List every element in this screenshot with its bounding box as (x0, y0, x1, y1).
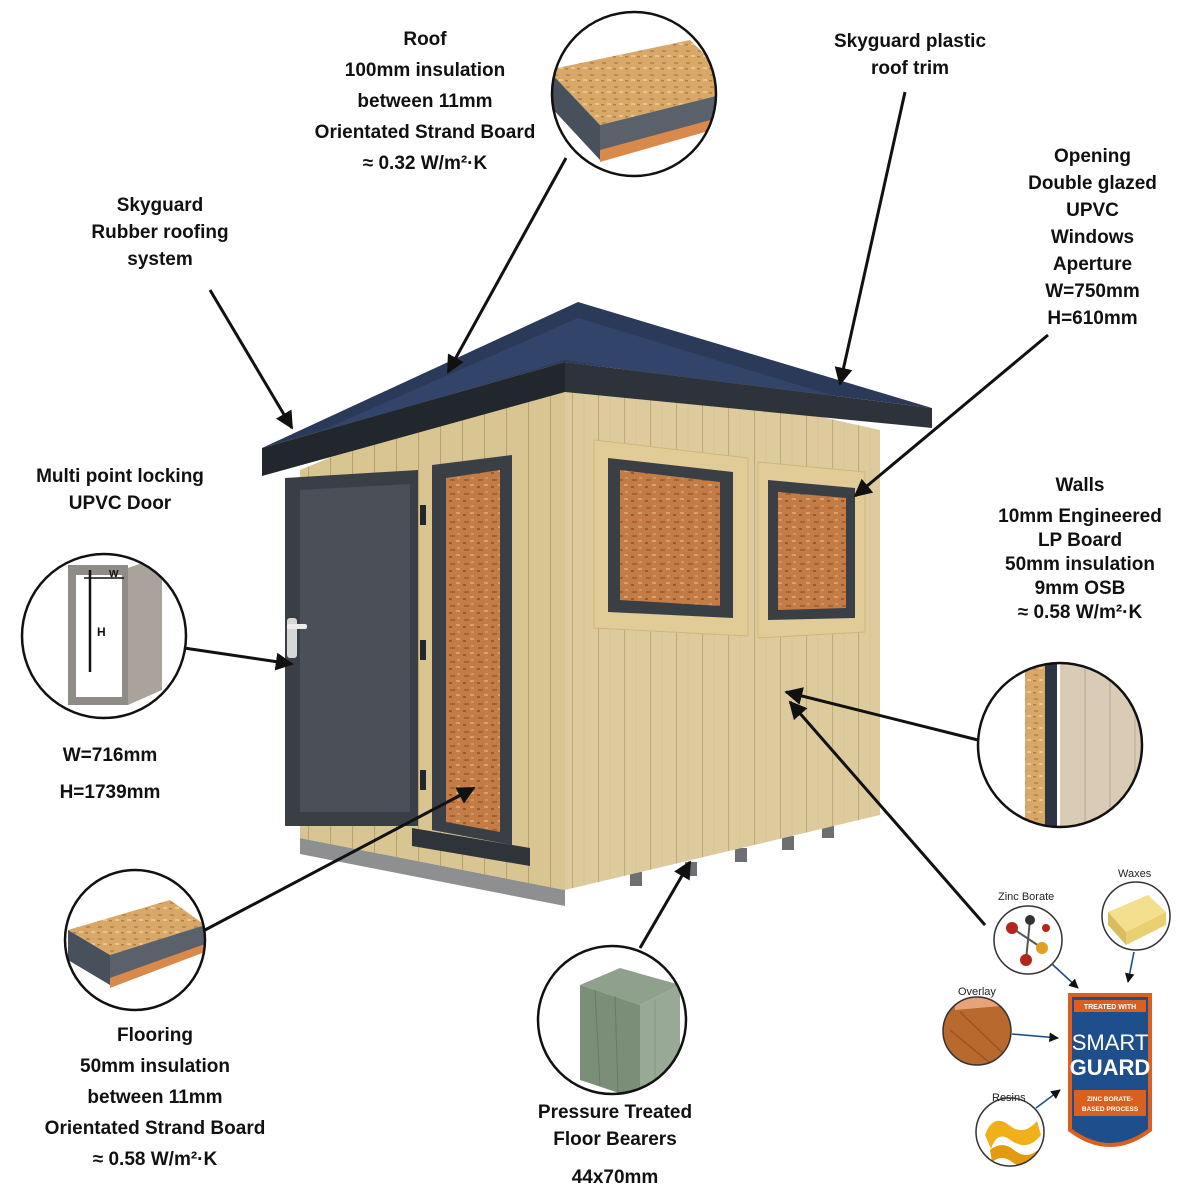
rubber-roofing-line-1: Skyguard (116, 195, 204, 216)
flooring-line-4: Orientated Strand Board (44, 1118, 266, 1139)
roof-label: Roof 100mm insulation between 11mm Orien… (285, 24, 565, 179)
door-detail-circle (20, 552, 188, 720)
roof-detail-circle (550, 10, 718, 178)
arrow-windows (853, 333, 1049, 498)
bearer-size: 44x70mm (571, 1167, 659, 1188)
windows-line-3: UPVC (1066, 200, 1119, 221)
roof-fascia-front (262, 362, 565, 476)
bearer-detail-circle (536, 944, 688, 1096)
windows-line-6: W=750mm (1045, 281, 1140, 302)
badge-brand-top: SMART (1072, 1030, 1149, 1055)
badge-treated-with: TREATED WITH (1084, 1004, 1136, 1011)
roof-trim-line-1: Skyguard plastic (833, 31, 987, 52)
roof-trim-line-2: roof trim (870, 58, 950, 79)
floor-detail-circle (63, 868, 207, 1012)
arrow-roof (446, 157, 568, 374)
overlay-label: Overlay (958, 986, 996, 998)
arrow-flooring (204, 786, 476, 932)
arrow-door (183, 646, 294, 671)
door-dimensions-label: W=716mm H=1739mm (40, 737, 180, 811)
flooring-line-5: ≈ 0.58 W/m²·K (92, 1149, 218, 1170)
arrow-roof-trim (834, 91, 907, 386)
roof-label-line-1: Roof (403, 29, 447, 50)
door-diagram-w: W (109, 569, 119, 580)
zinc-borate-circle (993, 905, 1063, 975)
door-height: H=1739mm (59, 782, 161, 803)
walls-line-6: ≈ 0.58 W/m²·K (1017, 602, 1143, 623)
badge-process-1: ZINC BORATE- (1087, 1096, 1133, 1103)
roof-trim-label: Skyguard plastic roof trim (790, 28, 1030, 82)
walls-line-5: 9mm OSB (1034, 578, 1126, 599)
door-diagram-h: H (97, 625, 106, 639)
arrow-bearers (638, 860, 692, 949)
shed-base (300, 838, 565, 906)
windows-line-1: Opening (1053, 146, 1132, 167)
smartguard-cluster: TREATED WITH SMART GUARD ZINC BORATE- BA… (942, 881, 1171, 1167)
floor-bearers-label: Pressure Treated Floor Bearers (505, 1099, 725, 1153)
walls-line-4: 50mm insulation (1005, 554, 1155, 575)
arrow-rubber-roofing (208, 289, 294, 430)
flooring-line-1: Flooring (117, 1025, 193, 1046)
windows-line-7: H=610mm (1047, 308, 1138, 329)
resins-label: Resins (992, 1092, 1026, 1104)
zinc-borate-label: Zinc Borate (998, 891, 1055, 903)
walls-line-3: LP Board (1037, 530, 1123, 551)
roof-fascia-side (565, 362, 932, 428)
door-label: Multi point locking UPVC Door (10, 463, 230, 517)
roof-label-line-2: 100mm insulation (344, 60, 506, 81)
waxes-circle (1101, 881, 1171, 951)
flooring-label: Flooring 50mm insulation between 11mm Or… (15, 1020, 295, 1175)
badge-brand-bottom: GUARD (1070, 1055, 1151, 1080)
arrow-walls (784, 687, 979, 742)
windows-line-2: Double glazed (1028, 173, 1157, 194)
callout-arrows (183, 91, 1049, 949)
flooring-line-3: between 11mm (87, 1087, 223, 1108)
walls-line-1: Walls (1055, 475, 1105, 496)
walls-label: Walls 10mm Engineered LP Board 50mm insu… (965, 474, 1195, 625)
arrow-smartguard (788, 700, 987, 926)
badge-process-2: BASED PROCESS (1082, 1106, 1139, 1113)
wall-detail-circle (976, 661, 1144, 829)
rubber-roofing-label: Skyguard Rubber roofing system (60, 192, 260, 273)
windows-line-4: Windows (1050, 227, 1135, 248)
smartguard-badge: TREATED WITH SMART GUARD ZINC BORATE- BA… (1068, 993, 1152, 1147)
door-line-2: UPVC Door (68, 493, 172, 514)
floor-bearers-line-1: Pressure Treated (537, 1102, 693, 1123)
rubber-roofing-line-2: Rubber roofing (91, 222, 229, 243)
bearer-size-label: 44x70mm (545, 1162, 685, 1193)
door-line-1: Multi point locking (36, 466, 204, 487)
walls-line-2: 10mm Engineered (998, 506, 1162, 527)
windows-label: Opening Double glazed UPVC Windows Apert… (990, 143, 1195, 332)
windows-line-5: Aperture (1052, 254, 1133, 275)
roof-label-line-4: Orientated Strand Board (314, 122, 536, 143)
roof-label-line-5: ≈ 0.32 W/m²·K (362, 153, 488, 174)
waxes-label: Waxes (1118, 868, 1152, 880)
rubber-roofing-line-3: system (127, 249, 193, 270)
overlay-circle (942, 996, 1012, 1066)
door-width: W=716mm (62, 745, 158, 766)
flooring-line-2: 50mm insulation (80, 1056, 230, 1077)
shed (262, 302, 932, 906)
resins-circle (975, 1097, 1045, 1167)
floor-bearers-line-2: Floor Bearers (553, 1129, 677, 1150)
roof-label-line-3: between 11mm (357, 91, 493, 112)
